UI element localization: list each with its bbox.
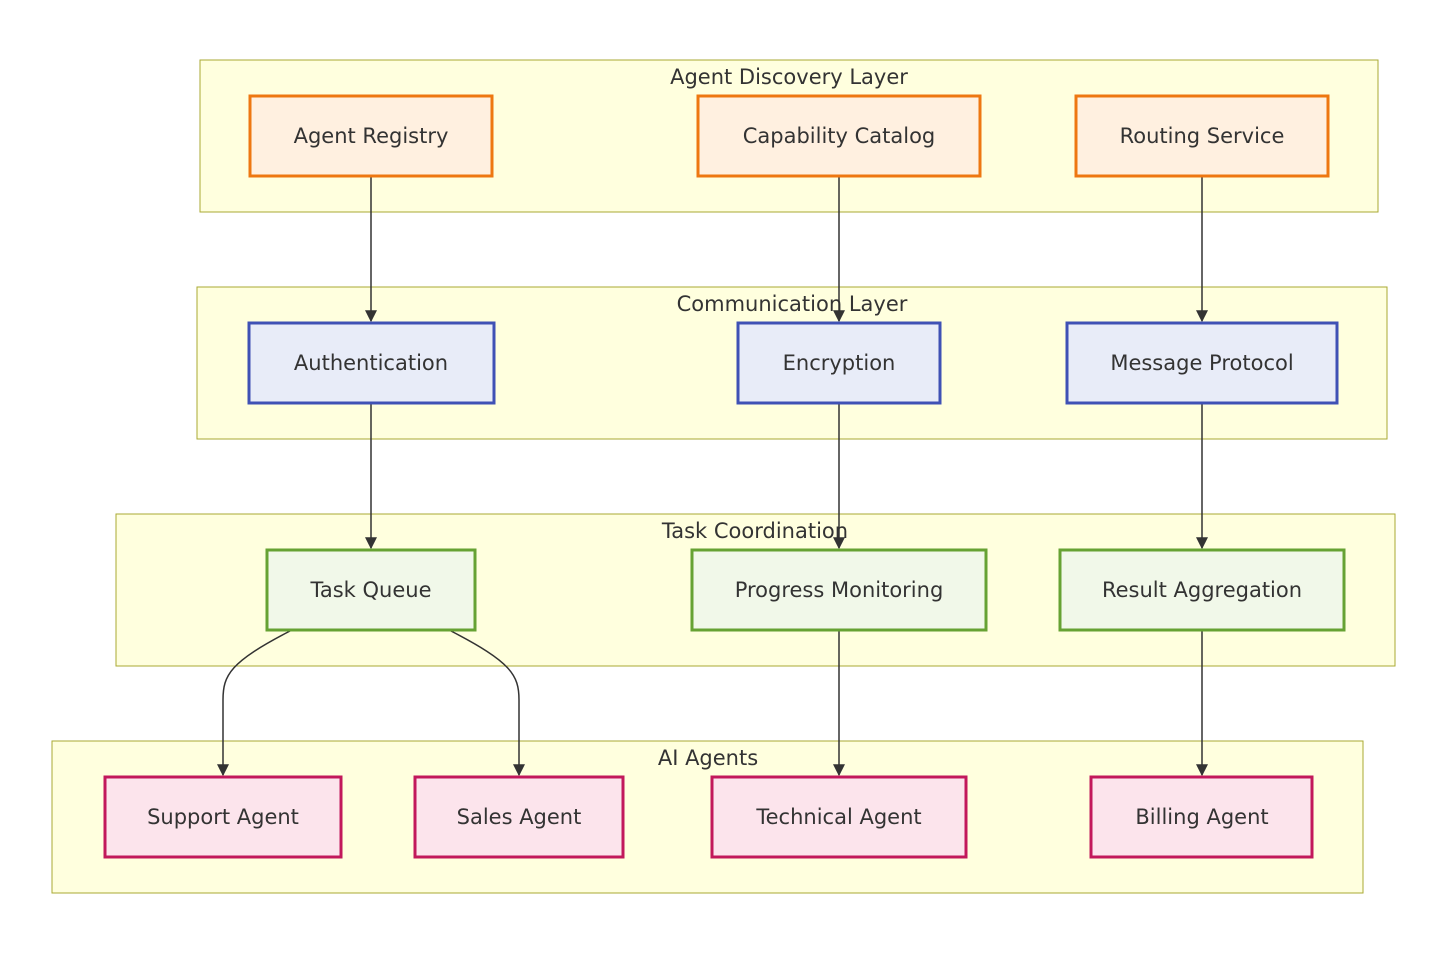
node-result-aggregation[interactable]: Result Aggregation bbox=[1058, 548, 1346, 632]
edge-task-queue-to-support-agent bbox=[217, 630, 291, 777]
node-box bbox=[1089, 775, 1314, 859]
node-label: Encryption bbox=[783, 351, 896, 375]
node-box bbox=[413, 775, 625, 859]
node-box bbox=[248, 94, 494, 178]
node-label: Billing Agent bbox=[1135, 805, 1268, 829]
node-box bbox=[1065, 321, 1339, 405]
node-label: Agent Registry bbox=[294, 124, 449, 148]
node-progress-monitoring[interactable]: Progress Monitoring bbox=[690, 548, 988, 632]
node-support-agent[interactable]: Support Agent bbox=[103, 775, 343, 859]
node-routing-service[interactable]: Routing Service bbox=[1074, 94, 1330, 178]
node-label: Task Queue bbox=[310, 578, 432, 602]
edges bbox=[217, 177, 1208, 777]
node-label: Message Protocol bbox=[1110, 351, 1293, 375]
node-capability-catalog[interactable]: Capability Catalog bbox=[696, 94, 982, 178]
node-label: Progress Monitoring bbox=[735, 578, 944, 602]
node-box bbox=[736, 321, 942, 405]
node-box bbox=[1074, 94, 1330, 178]
node-encryption[interactable]: Encryption bbox=[736, 321, 942, 405]
node-label: Sales Agent bbox=[457, 805, 582, 829]
edge-task-queue-to-sales-agent bbox=[450, 630, 525, 777]
node-technical-agent[interactable]: Technical Agent bbox=[710, 775, 968, 859]
node-label: Technical Agent bbox=[755, 805, 921, 829]
node-box bbox=[247, 321, 496, 405]
cluster-title: AI Agents bbox=[658, 746, 758, 770]
node-sales-agent[interactable]: Sales Agent bbox=[413, 775, 625, 859]
node-message-protocol[interactable]: Message Protocol bbox=[1065, 321, 1339, 405]
node-authentication[interactable]: Authentication bbox=[247, 321, 496, 405]
node-box bbox=[103, 775, 343, 859]
node-task-queue[interactable]: Task Queue bbox=[265, 548, 477, 632]
node-box bbox=[710, 775, 968, 859]
cluster-title: Agent Discovery Layer bbox=[670, 65, 908, 89]
node-box bbox=[696, 94, 982, 178]
node-label: Support Agent bbox=[147, 805, 299, 829]
node-label: Authentication bbox=[294, 351, 448, 375]
node-agent-registry[interactable]: Agent Registry bbox=[248, 94, 494, 178]
node-box bbox=[265, 548, 477, 632]
cluster-title: Task Coordination bbox=[661, 519, 848, 543]
node-label: Routing Service bbox=[1120, 124, 1285, 148]
node-billing-agent[interactable]: Billing Agent bbox=[1089, 775, 1314, 859]
node-box bbox=[1058, 548, 1346, 632]
cluster-title: Communication Layer bbox=[677, 292, 908, 316]
node-label: Capability Catalog bbox=[743, 124, 936, 148]
node-box bbox=[690, 548, 988, 632]
node-label: Result Aggregation bbox=[1102, 578, 1302, 602]
